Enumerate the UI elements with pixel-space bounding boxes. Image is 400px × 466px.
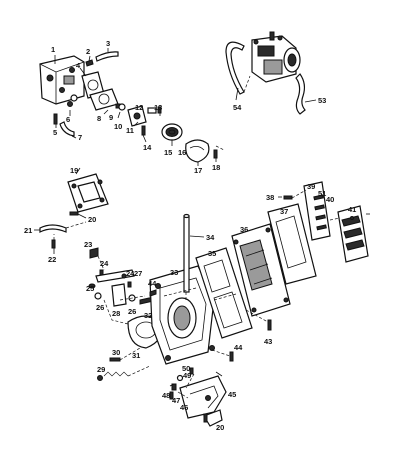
- callout-26-right: 26: [128, 307, 136, 316]
- callout-43: 43: [264, 337, 272, 346]
- callout-26-left: 26: [96, 303, 104, 312]
- callout-10: 10: [114, 122, 122, 131]
- callout-40: 40: [326, 195, 334, 204]
- callout-45: 45: [228, 390, 236, 399]
- callout-12: 12: [135, 103, 143, 112]
- fuel-hose-54: [225, 41, 245, 95]
- callout-38: 38: [266, 193, 274, 202]
- intake-manifold-33: [149, 265, 215, 365]
- bracket-45-46: [179, 375, 227, 427]
- callout-39: 39: [307, 182, 315, 191]
- callout-30: 30: [112, 348, 120, 357]
- callout-18: 18: [212, 163, 220, 172]
- spring-29: [97, 371, 129, 381]
- rod-34: [183, 213, 190, 293]
- leader-lines: [34, 48, 370, 387]
- callout-35: 35: [208, 249, 216, 258]
- callout-44-right: 44: [234, 343, 243, 352]
- callout-11: 11: [126, 126, 134, 135]
- callout-17: 17: [194, 166, 202, 175]
- screw-22: [51, 239, 56, 249]
- callout-29: 29: [97, 365, 105, 374]
- callout-15: 15: [164, 148, 172, 157]
- callout-47: 47: [172, 396, 180, 405]
- callout-22: 22: [48, 255, 56, 264]
- filter-cover-17: [185, 139, 210, 163]
- callout-23: 23: [84, 240, 92, 249]
- callout-37: 37: [280, 207, 288, 216]
- callout-8: 8: [97, 114, 101, 123]
- callout-27: 27: [134, 269, 142, 278]
- screw-5: [53, 113, 58, 125]
- lever-24-28: [95, 269, 135, 307]
- callout-24-right: 24: [126, 269, 135, 278]
- callout-14: 14: [143, 143, 152, 152]
- fuel-pump-body: [39, 55, 85, 105]
- screw-43: [267, 319, 272, 331]
- dashed-assembly-lines: [53, 75, 341, 399]
- callout-5: 5: [53, 128, 57, 137]
- callout-3: 3: [106, 39, 110, 48]
- reed-block-36: [231, 223, 291, 317]
- callout-9: 9: [109, 113, 113, 122]
- callout-36: 36: [240, 225, 248, 234]
- screw-30: [109, 357, 121, 362]
- callout-16: 16: [178, 148, 186, 157]
- screw-20-upper: [69, 211, 79, 216]
- callout-50: 50: [182, 364, 190, 373]
- callout-1: 1: [51, 45, 55, 54]
- callout-34: 34: [206, 233, 215, 242]
- reed-block-41: [337, 205, 369, 263]
- callout-labels: 1 2 3 4 5 6 7 8 9 10 11 12 13 14 15 16 1…: [24, 39, 356, 432]
- callout-48: 48: [162, 391, 170, 400]
- callout-19: 19: [70, 166, 78, 175]
- callout-32: 32: [144, 311, 152, 320]
- gasket-35: [195, 247, 253, 339]
- callout-7: 7: [78, 133, 82, 142]
- callout-25: 25: [86, 284, 94, 293]
- gasket-37: [267, 203, 317, 285]
- callout-33: 33: [170, 268, 178, 277]
- hose-clip-2: [85, 59, 94, 67]
- callout-46: 46: [180, 403, 188, 412]
- electric-fuel-pump: [251, 31, 301, 83]
- callout-2: 2: [86, 47, 90, 56]
- callout-41: 41: [348, 205, 356, 214]
- callout-20-lower: 20: [216, 423, 224, 432]
- callout-53: 53: [318, 96, 326, 105]
- clamp-21: [39, 224, 67, 233]
- callout-31: 31: [132, 351, 140, 360]
- cover-plate-19: [67, 173, 109, 213]
- callout-44-left: 44: [148, 279, 157, 288]
- callout-51: 51: [318, 189, 326, 198]
- screw-38: [283, 195, 293, 200]
- check-valve-parts: [67, 94, 162, 136]
- callout-49: 49: [183, 371, 191, 380]
- bracket-23: [89, 247, 99, 259]
- callout-21: 21: [24, 226, 32, 235]
- callout-24-left: 24: [100, 259, 109, 268]
- callout-28: 28: [112, 309, 120, 318]
- screw-20-lower: [203, 413, 208, 423]
- callout-13: 13: [154, 103, 162, 112]
- callout-54: 54: [233, 103, 242, 112]
- fuel-hose-53: [295, 73, 306, 115]
- callout-6: 6: [66, 115, 70, 124]
- fuel-hose-3: [95, 51, 119, 62]
- filter-element-15-16: [161, 123, 183, 141]
- screw-44-upper: [149, 289, 157, 297]
- screw-44-lower: [229, 351, 234, 362]
- callout-20-upper: 20: [88, 215, 96, 224]
- screw-18: [213, 149, 218, 159]
- reed-stop-39-40: [303, 181, 331, 241]
- callout-4: 4: [76, 61, 81, 70]
- fuel-hose-7: [59, 121, 75, 137]
